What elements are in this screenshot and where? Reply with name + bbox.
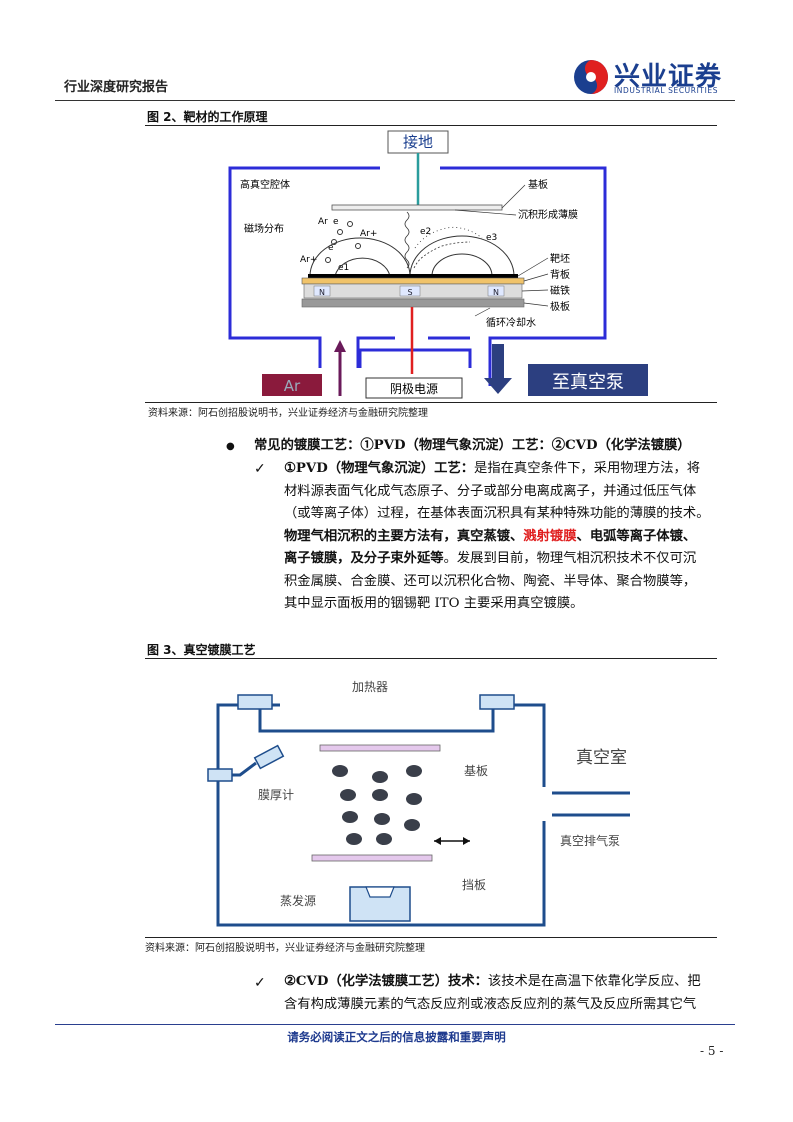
svg-text:N: N [493,288,499,297]
svg-text:Ar+: Ar+ [360,229,377,239]
svg-text:e: e [333,217,339,227]
magnet-label: 磁铁 [550,284,570,297]
magnetic-field-label: 磁场分布 [244,222,284,235]
svg-text:e1: e1 [338,263,349,273]
svg-text:Ar+: Ar+ [300,255,317,265]
footer-divider [55,1024,735,1025]
logo-subtext: INDUSTRIAL SECURITIES [614,86,719,95]
svg-text:N: N [319,288,325,297]
svg-text:Ar: Ar [318,217,328,227]
figure-3-title: 图 3、真空镀膜工艺 [147,643,256,657]
ar-inlet-label: Ar [284,377,301,395]
header-divider [55,100,735,101]
svg-text:e2: e2 [420,227,431,237]
report-type: 行业深度研究报告 [64,80,169,95]
check-icon: ✓ [254,461,266,477]
vacuum-chamber-label: 真空室 [576,748,627,768]
figure-3-diagram: 加热器 基板 真空室 膜厚计 真空排气泵 挡板 蒸发源 [207,680,630,927]
figure-2-bottom-rule [145,402,717,403]
pvd-paragraph: ①PVD（物理气象沉淀）工艺：是指在真空条件下，采用物理方法，将 材料源表面气化… [284,461,710,611]
shutter-label: 挡板 [462,878,486,892]
logo-text: 兴业证券 [614,62,723,92]
figure-2-source: 资料来源：阿石创招股说明书，兴业证券经济与金融研究院整理 [148,408,428,419]
target-label: 靶坯 [550,252,570,265]
check-icon: ✓ [254,975,266,991]
svg-text:e3: e3 [486,233,497,243]
bullet-title: 常见的镀膜工艺：①PVD（物理气象沉淀）工艺：②CVD（化学法镀膜） [254,438,691,453]
heater-label: 加热器 [352,680,388,694]
substrate-label: 基板 [528,178,548,191]
cvd-paragraph: ②CVD（化学法镀膜工艺）技术：该技术是在高温下依靠化学反应、把 含有构成薄膜元… [284,974,701,1012]
vacuum-pump-label: 真空排气泵 [560,833,620,848]
figure-2-diagram: 接地 高真空腔体 基板 沉积形成薄膜 磁场分布 Ar e Ar+ Ar+ e e… [228,130,648,399]
thickness-meter-label: 膜厚计 [258,788,294,802]
cooling-label: 循环冷却水 [486,316,536,329]
ground-label: 接地 [403,133,433,151]
cathode-label: 阴极电源 [390,382,438,396]
figure-3-source: 资料来源：阿石创招股说明书，兴业证券经济与金融研究院整理 [145,943,425,954]
figure-2-title: 图 2、靶材的工作原理 [147,110,268,124]
page-number: - 5 - [700,1044,724,1058]
svg-text:e: e [328,243,334,253]
figure-3-rule [145,658,717,659]
pole-plate-label: 极板 [550,300,570,313]
figure-2-rule [145,125,717,126]
substrate-label-3: 基板 [464,764,488,778]
film-label: 沉积形成薄膜 [518,208,578,221]
backplate-label: 背板 [550,268,570,281]
bullet-icon: ● [226,441,235,452]
svg-text:S: S [407,288,412,297]
pump-label: 至真空泵 [552,372,624,393]
evap-source-label: 蒸发源 [280,893,316,908]
footer-disclaimer: 请务必阅读正文之后的信息披露和重要声明 [287,1030,506,1044]
logo-icon [574,60,608,94]
chamber-label: 高真空腔体 [240,178,290,191]
figure-3-bottom-rule [145,937,717,938]
